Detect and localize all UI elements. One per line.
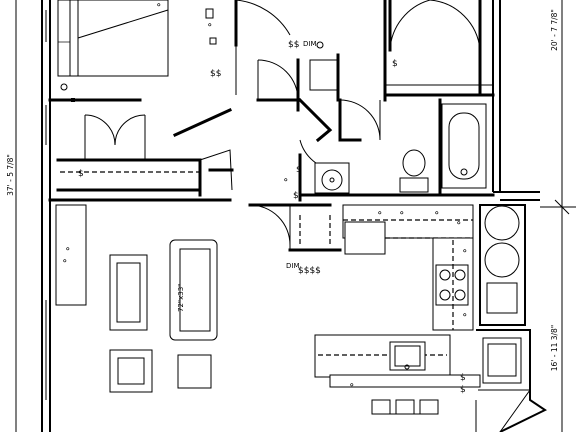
laundry [479,204,526,326]
outlet-bath-1: ⚬ [282,176,290,186]
toilet [402,149,426,177]
living-area: ⚬ ⚬ 72"x33" [48,198,232,393]
left-dimension: 37' - 5 7/8" [6,0,17,432]
outlet-kitchen-2: ⚬ [398,209,406,219]
switch-bath: $ [296,165,302,175]
switch-bath-2: $ [293,191,299,201]
laundry-closet: DIM $$$$ [248,203,342,276]
right-dimensions: 20' - 7 7/8" 16' - 11 3/8" [540,0,576,432]
switch-quad-hall: $$$$ [298,266,321,276]
refrigerator [344,221,386,255]
outlet-kitchen-5: ⚬ [461,247,469,257]
outlet-kitchen-4: ⚬ [455,219,463,229]
bed [57,0,169,77]
dim-label-hall: DIM [286,262,300,270]
burner-2 [454,269,466,281]
right-upper-dimension-text: 20' - 7 7/8" [550,9,559,51]
switch-pair-bedroom: $$ [210,69,221,79]
switch-pair-entry: $$ [288,40,299,50]
kitchen: ⚬ ⚬ ⚬ ⚬ ⚬ ⚬ ⚬ $ $ [314,204,481,415]
outlet-kitchen-6: ⚬ [461,311,469,321]
water-heater [486,282,518,314]
closet-switch: $ [78,169,84,179]
exterior-walls [41,0,540,432]
bay-window [475,329,548,432]
outlet-kitchen-1: ⚬ [376,209,384,219]
bedroom: ⚬ $ [48,0,234,197]
stool-3 [419,399,439,415]
stool-2 [395,399,415,415]
bathroom: ⚬ $ $ [282,98,495,202]
outlet-symbol-top: ⚬ [206,21,214,31]
outlet-living-2: ⚬ [61,257,69,267]
dryer [484,242,520,278]
washer [484,205,520,241]
bathroom-vanity [314,162,350,194]
outlet-living-1: ⚬ [64,245,72,255]
stool-1 [371,399,391,415]
burner-3 [439,289,451,301]
switch-kitchen-1: $ [460,373,466,383]
burner-4 [454,289,466,301]
entry-area: ⚬ $$ $$ DIM $ [205,0,495,171]
outlet-island: ⚬ [348,381,356,391]
switch-hall: $ [392,59,398,69]
left-dimension-text: 37' - 5 7/8" [6,154,15,196]
outlet-symbol-bed: ⚬ [155,1,163,11]
sofa-size-label: 72"x33" [177,284,185,312]
dim-label-entry: DIM [303,40,317,48]
right-lower-dimension-text: 16' - 11 3/8" [550,325,559,372]
burner-1 [439,269,451,281]
kitchen-island [314,334,451,378]
switch-kitchen-2: $ [460,385,466,395]
ottoman [177,354,212,389]
media-console [55,204,87,306]
outlet-kitchen-3: ⚬ [433,209,441,219]
